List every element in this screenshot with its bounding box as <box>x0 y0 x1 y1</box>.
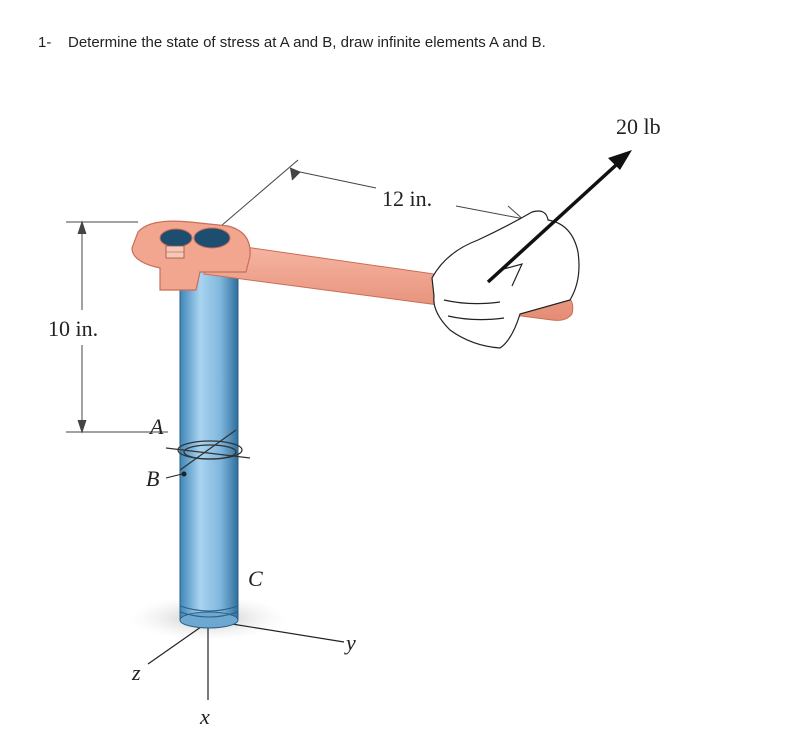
problem-text: Determine the state of stress at A and B… <box>68 34 546 51</box>
point-b-leader <box>165 473 183 479</box>
force-label: 20 lb <box>616 114 661 139</box>
point-b-dot <box>181 471 187 477</box>
hand <box>431 210 580 349</box>
vertical-dimension-label: 10 in. <box>48 316 98 341</box>
vertical-dimension <box>66 220 168 434</box>
point-c-label: C <box>248 566 263 591</box>
force-arrow <box>486 154 628 284</box>
axis-z-label: z <box>131 660 141 685</box>
horizontal-dimension <box>213 159 545 239</box>
point-b-label: B <box>146 466 159 491</box>
point-a-label: A <box>148 414 164 439</box>
axis-y-label: y <box>344 630 356 655</box>
problem-number: 1- <box>38 34 52 51</box>
coordinate-axes <box>147 621 345 700</box>
section-ring <box>165 429 251 471</box>
axis-x-label: x <box>199 704 210 729</box>
problem-statement: 1- Determine the state of stress at A and… <box>38 34 546 51</box>
horizontal-dimension-label: 12 in. <box>382 186 432 211</box>
force-arrow-head <box>608 150 632 170</box>
